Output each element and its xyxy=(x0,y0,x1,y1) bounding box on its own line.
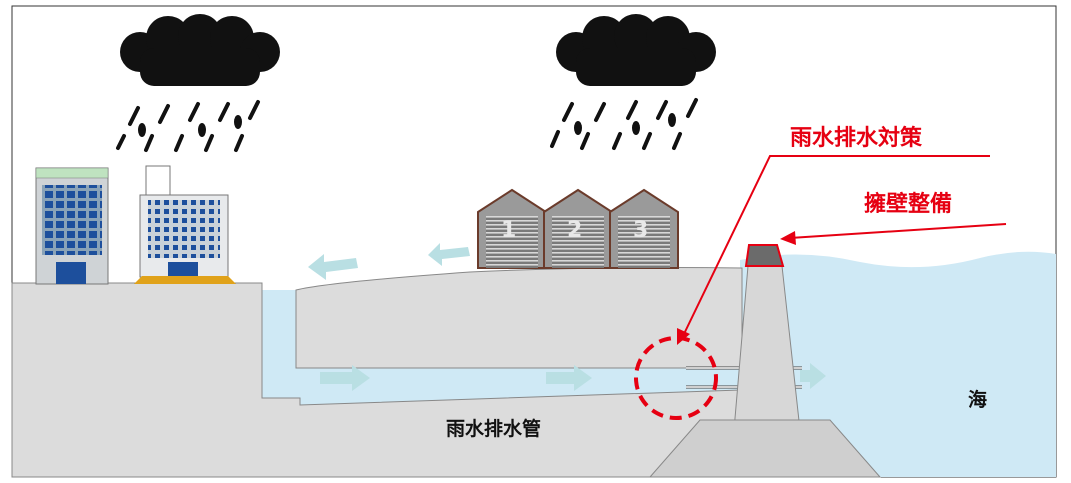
wall-callout-line xyxy=(789,223,1007,239)
warehouse-number-1: 1 xyxy=(501,218,517,243)
retaining-wall-label: 擁壁整備 xyxy=(864,192,953,217)
flow-arrow-icon xyxy=(308,254,358,280)
flow-arrow-icon xyxy=(800,363,826,389)
sea-label: 海 xyxy=(968,389,988,411)
warehouse-icon xyxy=(543,188,613,269)
flow-arrow-icon xyxy=(546,365,592,391)
warehouse-number-3: 3 xyxy=(633,218,649,243)
flow-arrow-icon xyxy=(320,365,370,391)
warehouse-icon xyxy=(609,188,679,269)
raised-ground xyxy=(295,267,743,369)
rain-cloud-icon xyxy=(550,14,716,150)
wall-callout-arrowhead xyxy=(780,231,796,245)
rain-cloud-icon xyxy=(116,14,280,152)
building-icon xyxy=(134,165,236,284)
warehouse-number-2: 2 xyxy=(567,218,583,243)
left-ground xyxy=(11,282,741,478)
seawall-base xyxy=(648,419,882,478)
drain-focus-circle xyxy=(634,336,718,420)
flow-arrow-icon xyxy=(428,243,470,266)
retaining-wall-cap xyxy=(744,244,785,267)
building-icon xyxy=(35,167,109,285)
measure-callout-arrowhead xyxy=(677,328,690,345)
drain-pipe-label: 雨水排水管 xyxy=(446,418,542,440)
rainwater-measure-label: 雨水排水対策 xyxy=(790,126,923,151)
measure-callout-line xyxy=(682,155,990,337)
